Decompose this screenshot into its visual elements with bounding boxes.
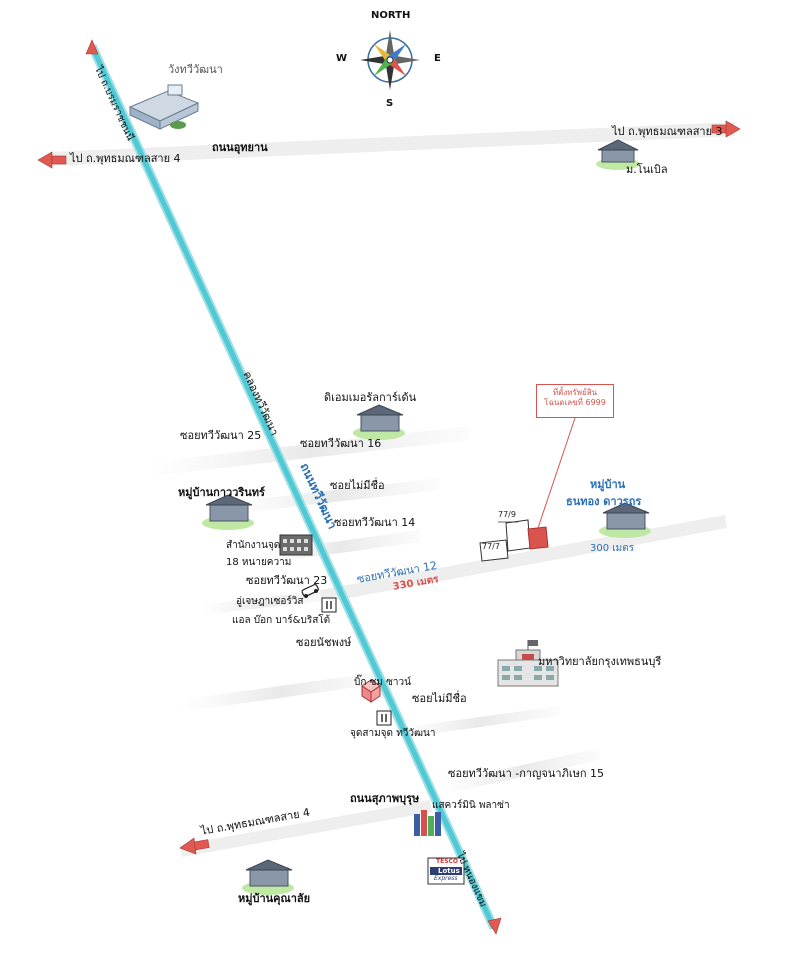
office-label-line1: สำนักงานจุด [226, 540, 281, 551]
main-road[interactable] [89, 44, 497, 930]
lot-77-9[interactable] [505, 519, 531, 552]
soi-noname1-label: ซอยไม่มีชื่อ [330, 479, 385, 492]
university-building-icon [497, 640, 559, 687]
lotus-text: Lotus [438, 867, 460, 875]
house-emerald-icon [353, 404, 405, 440]
callout-pointer [537, 417, 576, 529]
road-arrows [37, 39, 741, 935]
lot-77-9-label: 77/9 [498, 510, 516, 519]
suphapburut-road-label: ถนนสุภาพบุรุษ [350, 792, 420, 805]
khunalai-label: หมู่บ้านคุณาลัย [238, 892, 311, 905]
callout-line1: ที่ตั้งทรัพย์สิน [552, 388, 598, 397]
house-kaewarin-icon [202, 494, 254, 530]
target-property[interactable] [479, 417, 576, 562]
soi-nutchaphong-road[interactable] [180, 672, 380, 712]
thongthong-label-line2: ธนทอง ดาวรถร [566, 495, 642, 508]
thongthong-label-line1: หมู่บ้าน [590, 478, 626, 491]
arrow-top-icon [85, 39, 99, 55]
compass-east-label: E [434, 53, 441, 64]
tesco-text: TESCO [436, 858, 459, 865]
callout-line2: โฉนดเลขที่ 6999 [544, 398, 606, 407]
house-nobel-icon [596, 139, 640, 170]
office-label-line2: 18 หนายความ [226, 557, 292, 568]
soi-noname1-road[interactable] [230, 478, 440, 514]
nobel-label: ม.โนเบิล [626, 163, 668, 176]
compass-rose-icon [360, 30, 420, 90]
uthayan-to-right-label: ไป ถ.พุทธมณฑลสาย 3 [612, 125, 723, 138]
soi-noname2-road[interactable] [400, 706, 560, 738]
lot-77-7[interactable] [479, 539, 509, 562]
soi-23-road[interactable] [200, 590, 330, 615]
soi-14-label: ซอยทวีวัฒนา 14 [334, 516, 416, 529]
university-label: มหาวิทยาลัยกรุงเทพธนบุรี [538, 655, 662, 668]
kaewarin-label: หมู่บ้านกาววรินทร์ [178, 486, 265, 499]
car-icon [301, 583, 319, 598]
palace-building-icon [128, 84, 200, 130]
office-building-icon [279, 534, 313, 556]
side-roads [50, 122, 735, 857]
soi-15-road[interactable] [440, 748, 600, 795]
soi-noname2-label: ซอยไม่มีชื่อ [412, 692, 467, 705]
thongthong-distance-label: 300 เมตร [590, 543, 635, 554]
compass-west-label: W [336, 53, 348, 64]
emerald-label: ดิเอมเมอรัลการ์เด้น [324, 391, 417, 404]
express-text: Express [434, 875, 458, 882]
suphapburut-road[interactable] [180, 800, 432, 857]
compass-north-label: NORTH [371, 10, 411, 21]
soi-23-label: ซอยทวีวัฒนา 23 [246, 574, 328, 587]
plaza-building-icon [414, 810, 441, 836]
soi-25-label: ซอยทวีวัฒนา 25 [180, 429, 262, 442]
property-callout[interactable]: ที่ตั้งทรัพย์สิน โฉนดเลขที่ 6999 [536, 384, 614, 418]
soi-15-label: ซอยทวีวัฒนา -กาญจนาภิเษก 15 [448, 767, 604, 780]
compass-south-label: S [386, 98, 394, 109]
property-lot-highlight[interactable] [527, 526, 549, 550]
arrow-uthayan-left-shaft [51, 155, 67, 165]
plaza-label: แสควร์มินิ พลาซ่า [432, 800, 510, 811]
house-thongthong-icon [599, 502, 651, 538]
lot-77-7-label: 77/7 [482, 542, 500, 551]
uthayan-to-left-label: ไป ถ.พุทธมณฑลสาย 4 [70, 152, 181, 165]
arrow-bottom-icon [487, 917, 502, 935]
palace-label: วังทวีวัฒนา [168, 63, 223, 76]
house-khunalai-icon [242, 859, 294, 895]
soi-16-label: ซอยทวีวัฒนา 16 [300, 437, 382, 450]
garage-label: อู่เจษฎาเซอร์วิส [236, 596, 304, 607]
bar-label: แอล บ๊อก บาร์&บริสโต้ [232, 615, 331, 626]
uthayan-road[interactable] [50, 122, 735, 166]
restaurant-icon-jud [376, 710, 392, 726]
bigsam-box-icon [361, 679, 381, 703]
soi-nutchaphong-label: ซอยนัชพงษ์ [296, 636, 352, 649]
bigsam-label: บิ๊ก ซม ซาวน์ [354, 677, 411, 688]
restaurant-label: จุดสามจุด ทวีวัฒนา [350, 728, 436, 739]
restaurant-icon-bar [321, 597, 337, 613]
tesco-lotus-logo [427, 857, 465, 885]
arrow-suphap-left-shaft [193, 839, 210, 851]
uthayan-road-label: ถนนอุทยาน [212, 141, 268, 154]
arrow-uthayan-left-icon [37, 151, 53, 169]
arrow-uthayan-right-shaft [711, 124, 727, 134]
